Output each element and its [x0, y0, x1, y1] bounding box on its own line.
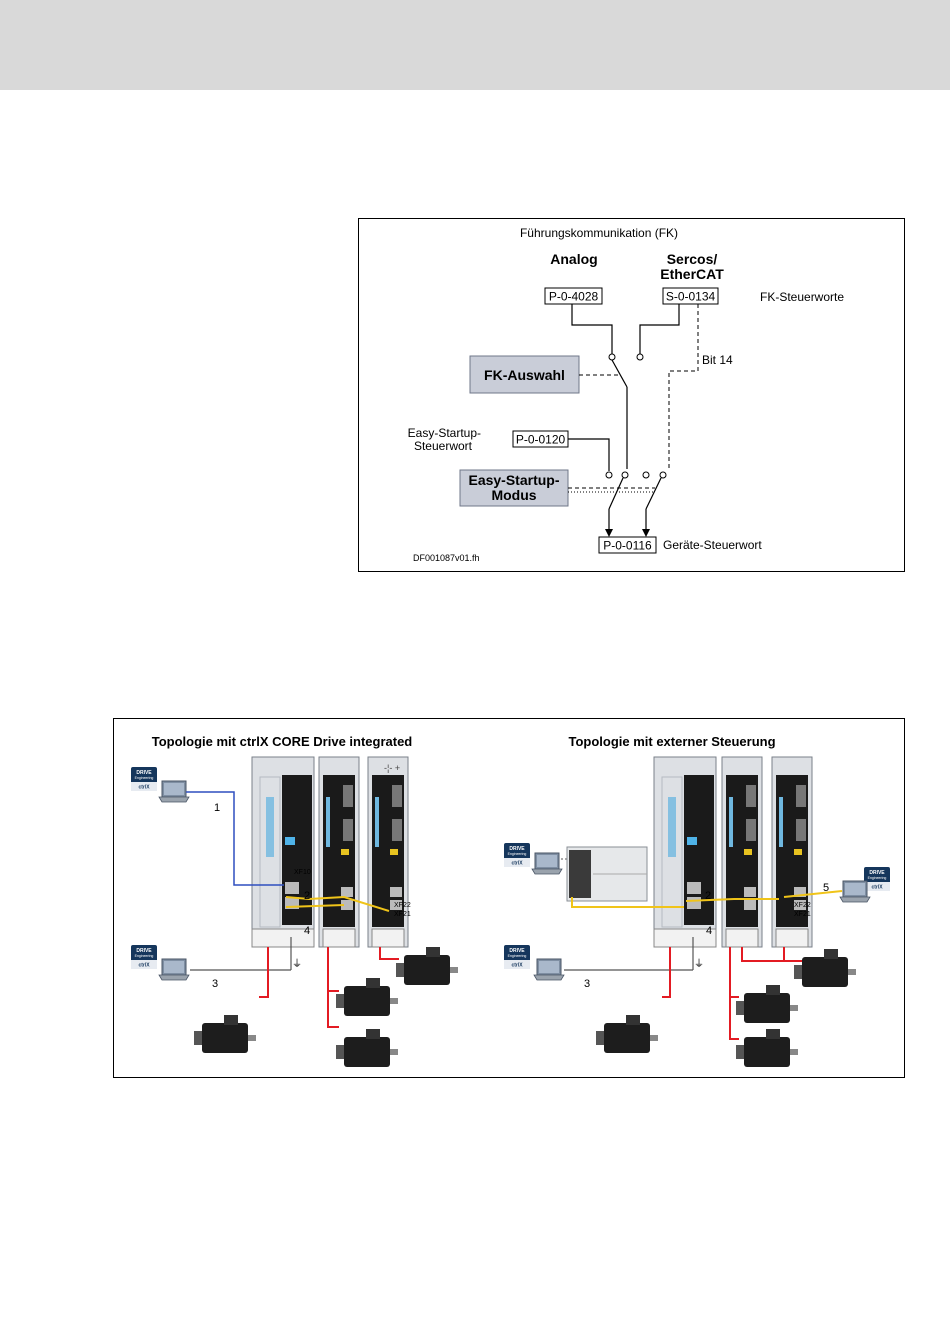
label-2: 2	[705, 890, 711, 902]
fk-diagram-frame: Führungskommunikation (FK) Analog Sercos…	[358, 218, 905, 572]
ethercat-label: EtherCAT	[660, 266, 724, 282]
easy-startup-modus-box	[459, 469, 569, 507]
switch-contact	[636, 353, 644, 361]
topology-diagram: Topologie mit ctrlX CORE Drive integrate…	[131, 734, 890, 1067]
svg-text:ctrlX: ctrlX	[138, 963, 150, 969]
param-box-device	[598, 536, 657, 554]
badge-drive-engineering: DRIVE Engineering ctrlX	[504, 843, 530, 867]
svg-text:ctrlX: ctrlX	[511, 861, 523, 867]
drive-module	[367, 756, 409, 948]
label-2: 2	[304, 890, 310, 902]
network-icon: -¦- +	[384, 763, 400, 773]
badge-drive-engineering: DRIVE Engineering ctrlX	[131, 945, 157, 969]
easy-startup-label-2: Steuerwort	[414, 439, 473, 453]
geraete-steuerwort-label: Geräte-Steuerwort	[663, 538, 762, 552]
switch-contact	[608, 353, 616, 361]
label-3: 3	[584, 978, 590, 990]
laptop-icon	[839, 880, 871, 903]
label-4: 4	[706, 925, 712, 937]
svg-text:ctrlX: ctrlX	[871, 885, 883, 891]
svg-text:Engineering: Engineering	[868, 876, 887, 880]
svg-text:DRIVE: DRIVE	[869, 870, 885, 876]
drive-module	[653, 756, 717, 948]
label-xf21: XF21	[794, 911, 811, 918]
switch-contact	[605, 471, 613, 479]
fk-diagram: Führungskommunikation (FK) Analog Sercos…	[408, 226, 845, 563]
drive-module	[318, 756, 360, 948]
badge-drive-engineering: DRIVE Engineering ctrlX	[504, 945, 530, 969]
param-easy: P-0-0120	[516, 433, 566, 447]
motor	[336, 978, 398, 1016]
easy-startup-label-1: Easy-Startup-	[408, 426, 481, 440]
label-1: 1	[214, 802, 220, 814]
svg-text:DRIVE: DRIVE	[509, 846, 525, 852]
label-5: 5	[823, 882, 829, 894]
motor	[336, 1029, 398, 1067]
fk-auswahl-box	[469, 355, 580, 394]
file-id: DF001087v01.fh	[413, 553, 480, 563]
easy-mode-label-1: Easy-Startup-	[468, 472, 559, 488]
param-box-sercos	[662, 287, 719, 305]
svg-text:ctrlX: ctrlX	[138, 785, 150, 791]
easy-mode-label-2: Modus	[491, 487, 536, 503]
drive-module-core	[251, 756, 315, 948]
usb-icon: ⏚	[694, 958, 704, 970]
motor	[396, 947, 458, 985]
motor	[736, 985, 798, 1023]
param-device: P-0-0116	[603, 539, 652, 553]
switch-contact	[659, 471, 667, 479]
analog-label: Analog	[550, 251, 597, 267]
bit14-label: Bit 14	[702, 353, 733, 367]
svg-text:Engineering: Engineering	[508, 852, 527, 856]
sercos-label: Sercos/	[667, 251, 718, 267]
topology-left-title: Topologie mit ctrlX CORE Drive integrate…	[152, 734, 413, 749]
badge-drive-engineering: DRIVE Engineering ctrlX	[864, 867, 890, 891]
svg-text:DRIVE: DRIVE	[509, 948, 525, 954]
label-xf10: XF10	[294, 869, 311, 876]
label-xf21: XF21	[394, 911, 411, 918]
page-header-band	[0, 0, 950, 90]
drive-module	[721, 756, 763, 948]
svg-text:Engineering: Engineering	[135, 954, 154, 958]
motor	[596, 1015, 658, 1053]
motor	[736, 1029, 798, 1067]
param-analog: P-0-4028	[549, 290, 599, 304]
svg-text:Engineering: Engineering	[135, 776, 154, 780]
svg-text:Engineering: Engineering	[508, 954, 527, 958]
topology-frame: Topologie mit ctrlX CORE Drive integrate…	[113, 718, 905, 1078]
fk-auswahl-label: FK-Auswahl	[484, 367, 565, 383]
param-box-analog	[544, 287, 603, 305]
label-4: 4	[304, 925, 310, 937]
motor	[794, 949, 856, 987]
label-xf22: XF22	[394, 902, 411, 909]
laptop-icon	[531, 852, 563, 875]
topology-right-title: Topologie mit externer Steuerung	[568, 734, 775, 749]
laptop-icon	[158, 780, 190, 803]
fk-title: Führungskommunikation (FK)	[520, 226, 678, 240]
motor	[194, 1015, 256, 1053]
usb-icon: ⏚	[292, 958, 302, 970]
switch-contact	[642, 471, 650, 479]
drive-module	[771, 756, 813, 948]
svg-text:DRIVE: DRIVE	[136, 770, 152, 776]
laptop-icon	[533, 958, 565, 981]
switch-contact	[621, 471, 629, 479]
param-sercos: S-0-0134	[666, 290, 716, 304]
laptop-icon	[158, 958, 190, 981]
svg-text:ctrlX: ctrlX	[511, 963, 523, 969]
label-3: 3	[212, 978, 218, 990]
svg-text:DRIVE: DRIVE	[136, 948, 152, 954]
label-xf22: XF22	[794, 902, 811, 909]
badge-drive-engineering: DRIVE Engineering ctrlX	[131, 767, 157, 791]
fk-steuerworte-label: FK-Steuerworte	[760, 290, 844, 304]
external-controller	[566, 846, 648, 902]
